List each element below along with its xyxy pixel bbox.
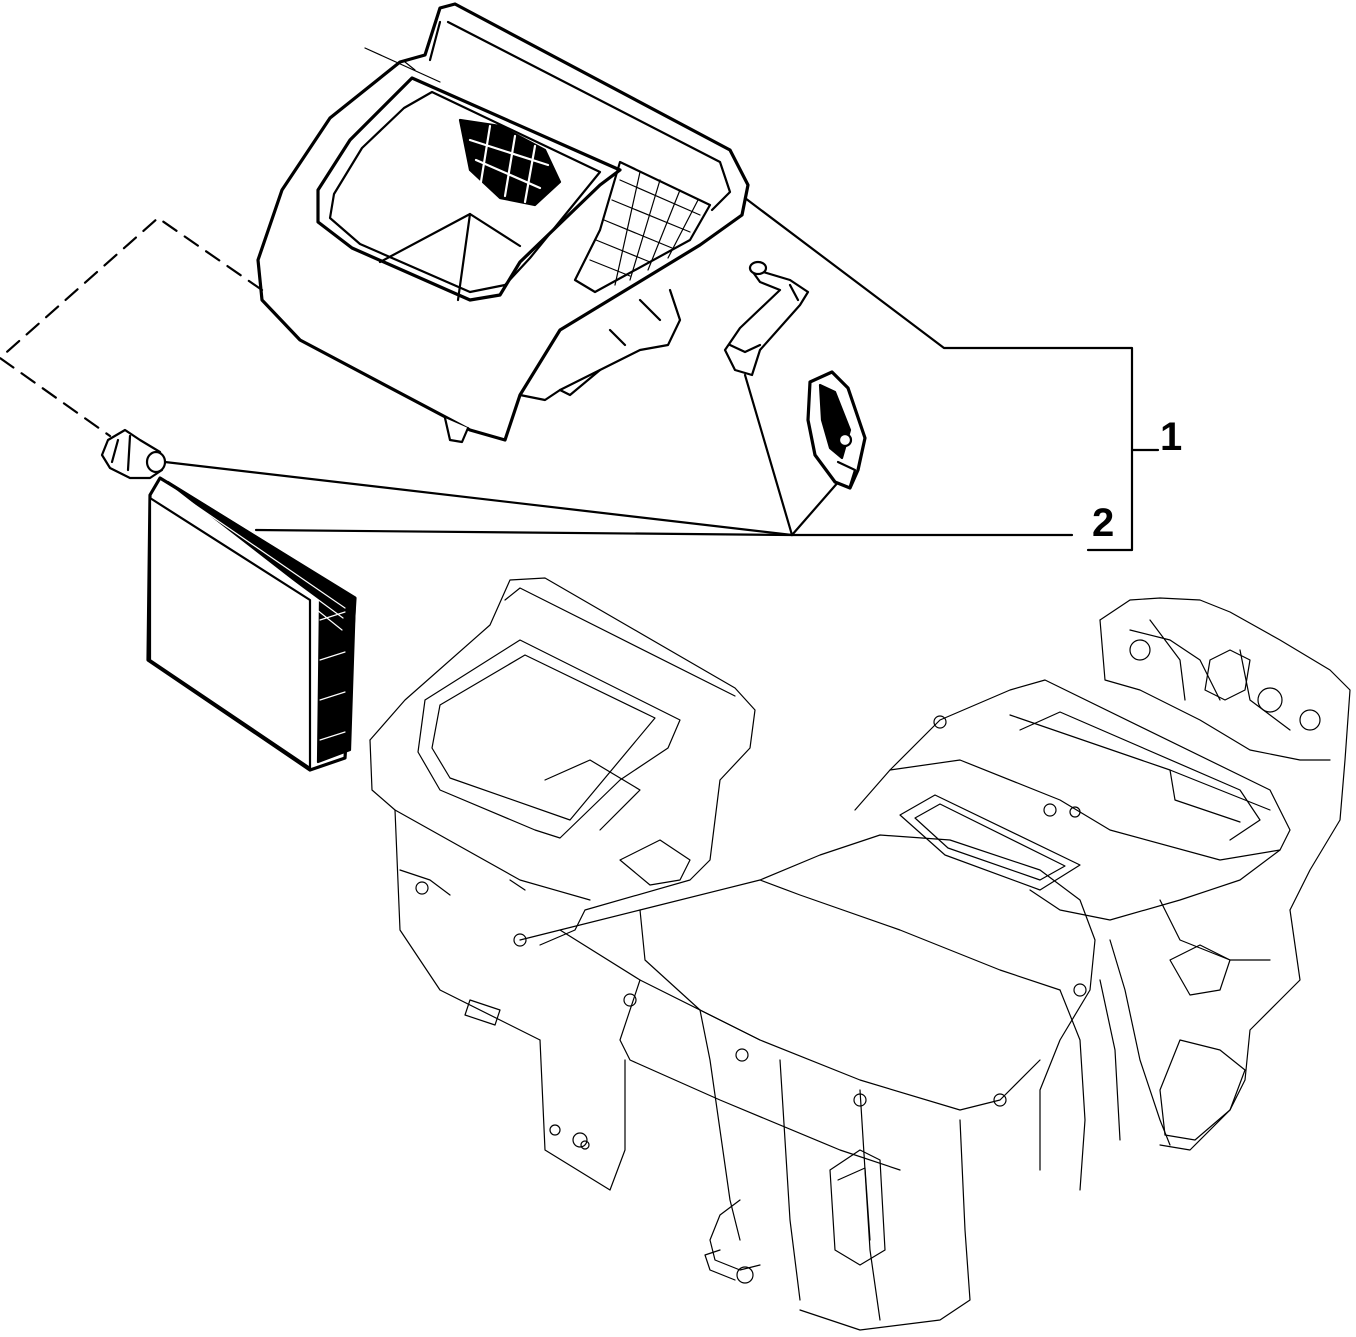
cover-grille [458,118,562,207]
filter-housing-cover[interactable] [256,2,750,444]
callout-2: 2 [1092,501,1114,545]
callout-1-label: 1 [1160,415,1182,459]
flap-door[interactable] [806,370,867,490]
hvac-assembly [369,577,1351,1331]
cover-vent-block [573,160,712,294]
callout-2-label: 2 [1092,501,1114,545]
cabin-air-filter[interactable] [146,476,357,772]
callout-leaders [0,196,1160,552]
callout-1: 1 [1160,415,1182,459]
retaining-clip[interactable] [100,428,167,480]
flap-lever[interactable] [723,260,810,377]
